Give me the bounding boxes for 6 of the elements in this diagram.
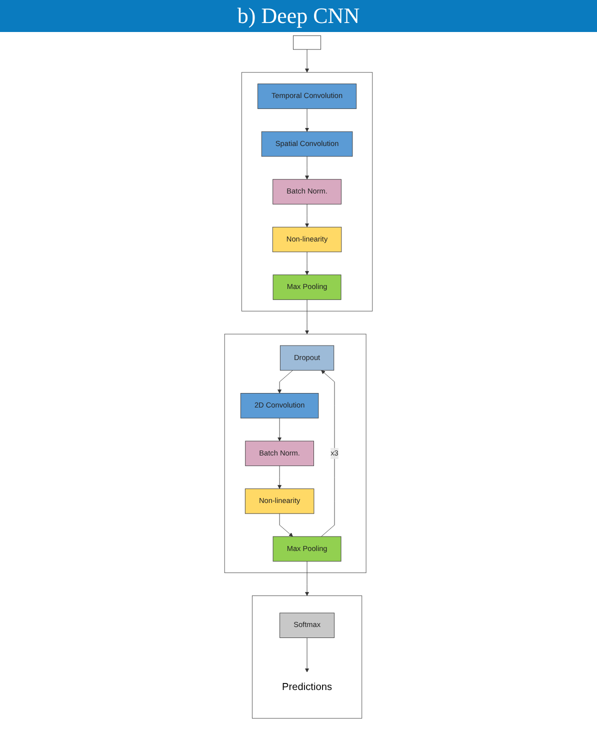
cluster [224,334,366,574]
node-picture [293,35,322,50]
node-text: Predictions [282,680,332,692]
cluster [241,72,373,312]
cluster [252,596,362,719]
title-bar: b) Deep CNN [0,0,597,32]
